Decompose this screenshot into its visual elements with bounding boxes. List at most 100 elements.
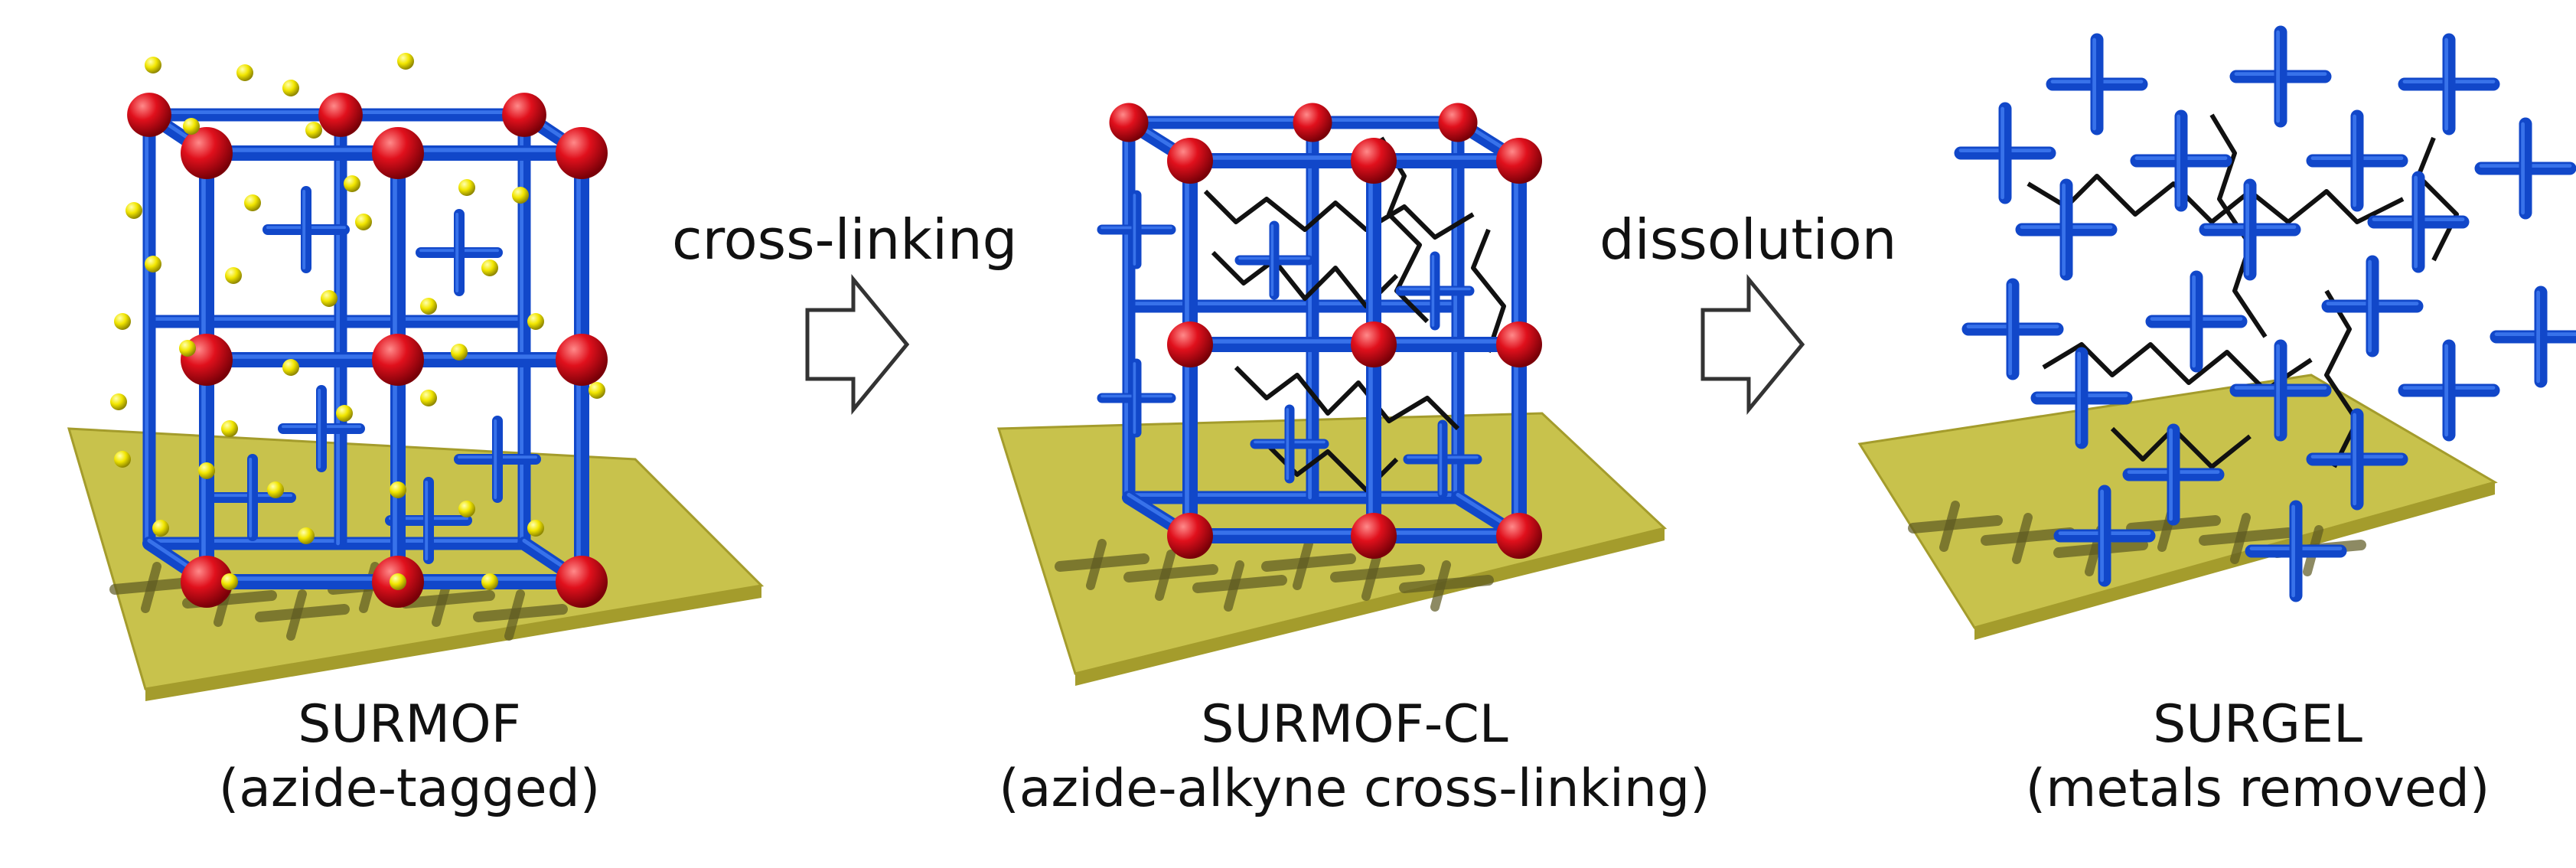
framework-shadow (1908, 515, 2003, 534)
azide-tag (114, 451, 131, 468)
surmof-cl-subtitle: (azide-alkyne cross-linking) (999, 759, 1710, 819)
metal-node (1293, 103, 1332, 142)
azide-tag (225, 267, 242, 284)
azide-tag (267, 481, 284, 498)
azide-tag (420, 298, 437, 315)
azide-tag (527, 313, 544, 330)
substrate-edge (145, 586, 761, 701)
azide-tag (458, 501, 475, 517)
framework-shadow (1361, 550, 1382, 601)
metal-node (556, 556, 608, 608)
surgel-subtitle: (metals removed) (2025, 759, 2490, 819)
azide-tag (244, 194, 261, 211)
azide-tag (145, 57, 161, 73)
azide-tag (183, 118, 200, 135)
framework-shadow (473, 604, 568, 622)
surgel-panel-art (1857, 25, 2576, 640)
framework-shadow (1330, 564, 1425, 582)
azide-tag (152, 520, 169, 537)
surmof-panel-title: SURMOF (azide-tagged) (172, 693, 647, 821)
crosslink-chain (1234, 365, 1460, 431)
framework-shadow (1055, 553, 1149, 572)
cross-linking-label: cross-linking (672, 207, 1018, 272)
crosslink-chain (2209, 113, 2268, 338)
metal-node (1167, 513, 1213, 559)
azide-tag (145, 256, 161, 272)
metal-node (556, 127, 608, 179)
azide-tag (321, 290, 337, 307)
crosslink-chain (2416, 136, 2459, 262)
azide-tag (512, 187, 529, 204)
metal-node (502, 93, 546, 137)
metal-node (556, 334, 608, 386)
surmof-name: SURMOF (298, 694, 521, 755)
metal-node (1351, 513, 1397, 559)
azide-tag (298, 527, 315, 544)
surgel-panel-title: SURGEL (metals removed) (1959, 693, 2556, 821)
crosslink-chain (1471, 228, 1506, 353)
azide-tag (420, 390, 437, 406)
metal-node (181, 556, 233, 608)
framework-shadow (1430, 560, 1451, 612)
azide-tag (458, 179, 475, 196)
metal-node (1351, 321, 1397, 367)
framework-shadow (141, 562, 161, 613)
framework-shadow (1123, 564, 1218, 582)
azide-tag (221, 420, 238, 437)
surmof-cl-panel-title: SURMOF-CL (azide-alkyne cross-linking) (903, 693, 1806, 821)
metal-node (1496, 321, 1542, 367)
azide-tag (179, 340, 196, 357)
framework-shadow (504, 589, 525, 641)
crosslink-chain (2324, 289, 2359, 468)
metal-node (1109, 103, 1149, 142)
framework-shadow (1086, 539, 1107, 590)
substrate-edge (1075, 528, 1665, 686)
azide-tag (527, 520, 544, 537)
metal-node (1496, 513, 1542, 559)
crosslink-chain (1379, 136, 1430, 324)
framework-shadow (1192, 575, 1287, 593)
azide-tag (355, 214, 372, 230)
framework-shadow (1399, 575, 1494, 593)
azide-tag (126, 202, 142, 219)
azide-tag (110, 393, 127, 410)
surmof-cl-panel-art (996, 103, 1668, 686)
framework-shadow (2199, 527, 2294, 546)
azide-tag (481, 259, 498, 276)
framework-shadow (400, 590, 495, 609)
framework-shadow (1293, 539, 1313, 590)
azide-tag (114, 313, 131, 330)
metal-node (1167, 138, 1213, 184)
metal-node (372, 127, 424, 179)
framework-shadow (1224, 560, 1244, 612)
framework-shadow (2012, 513, 2033, 564)
azide-tag (481, 573, 498, 590)
crosslink-chain (2027, 174, 2405, 224)
framework-shadow (1939, 501, 1960, 552)
azide-tag (390, 573, 406, 590)
azide-tag (236, 64, 253, 81)
metal-node (1496, 138, 1542, 184)
metal-node (318, 93, 363, 137)
crosslink-chain (1203, 189, 1475, 240)
azide-tag (397, 53, 414, 70)
arrow-outline (1700, 274, 1805, 415)
dissolution-label: dissolution (1599, 207, 1897, 272)
metal-node (127, 93, 171, 137)
azide-tag (451, 344, 468, 361)
azide-tag (390, 481, 406, 498)
surmof-subtitle: (azide-tagged) (218, 759, 601, 819)
framework-shadow (255, 604, 350, 622)
framework-shadow (2230, 513, 2251, 564)
surgel-name: SURGEL (2153, 694, 2362, 755)
metal-node (1167, 321, 1213, 367)
azide-tag (305, 122, 322, 139)
azide-tag (344, 175, 360, 192)
framework-shadow (286, 589, 307, 641)
metal-node (372, 334, 424, 386)
azide-tag (282, 359, 299, 376)
surmof-panel-art (67, 53, 765, 701)
framework-shadow (1261, 553, 1356, 572)
